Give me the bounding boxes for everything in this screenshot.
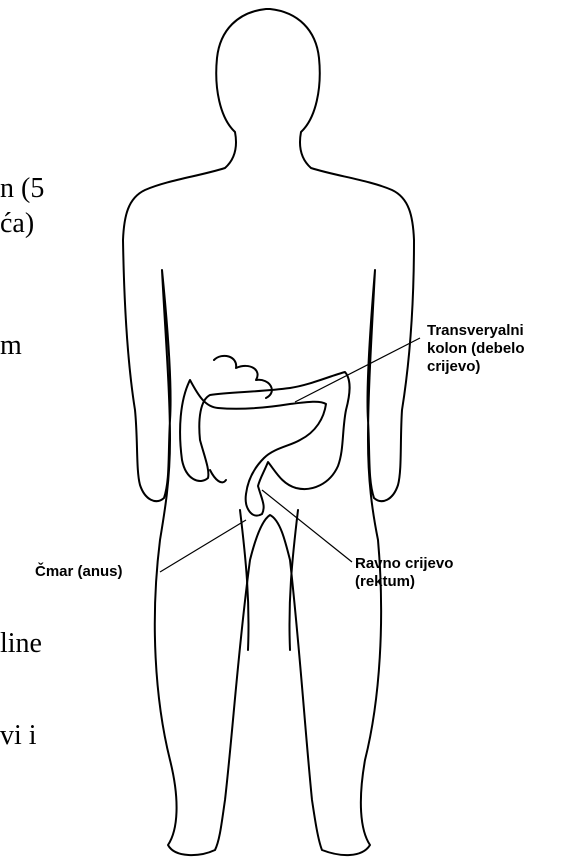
label-transverse-colon: Transveryalni kolon (debelo crijevo) bbox=[427, 322, 525, 376]
label-transverse-colon-line-1: Transveryalni bbox=[427, 322, 525, 340]
leader-line-transverse-colon bbox=[295, 338, 420, 402]
leader-line-rectum bbox=[262, 490, 352, 562]
label-anus: Čmar (anus) bbox=[35, 563, 123, 581]
colon-shape bbox=[180, 372, 350, 516]
label-rectum-line-1: Ravno crijevo bbox=[355, 555, 453, 573]
label-transverse-colon-line-3: crijevo) bbox=[427, 358, 525, 376]
body-outline bbox=[123, 9, 414, 855]
label-transverse-colon-line-2: kolon (debelo bbox=[427, 340, 525, 358]
leader-line-anus bbox=[160, 520, 246, 572]
label-rectum-line-2: (rektum) bbox=[355, 573, 453, 591]
label-rectum: Ravno crijevo (rektum) bbox=[355, 555, 453, 591]
